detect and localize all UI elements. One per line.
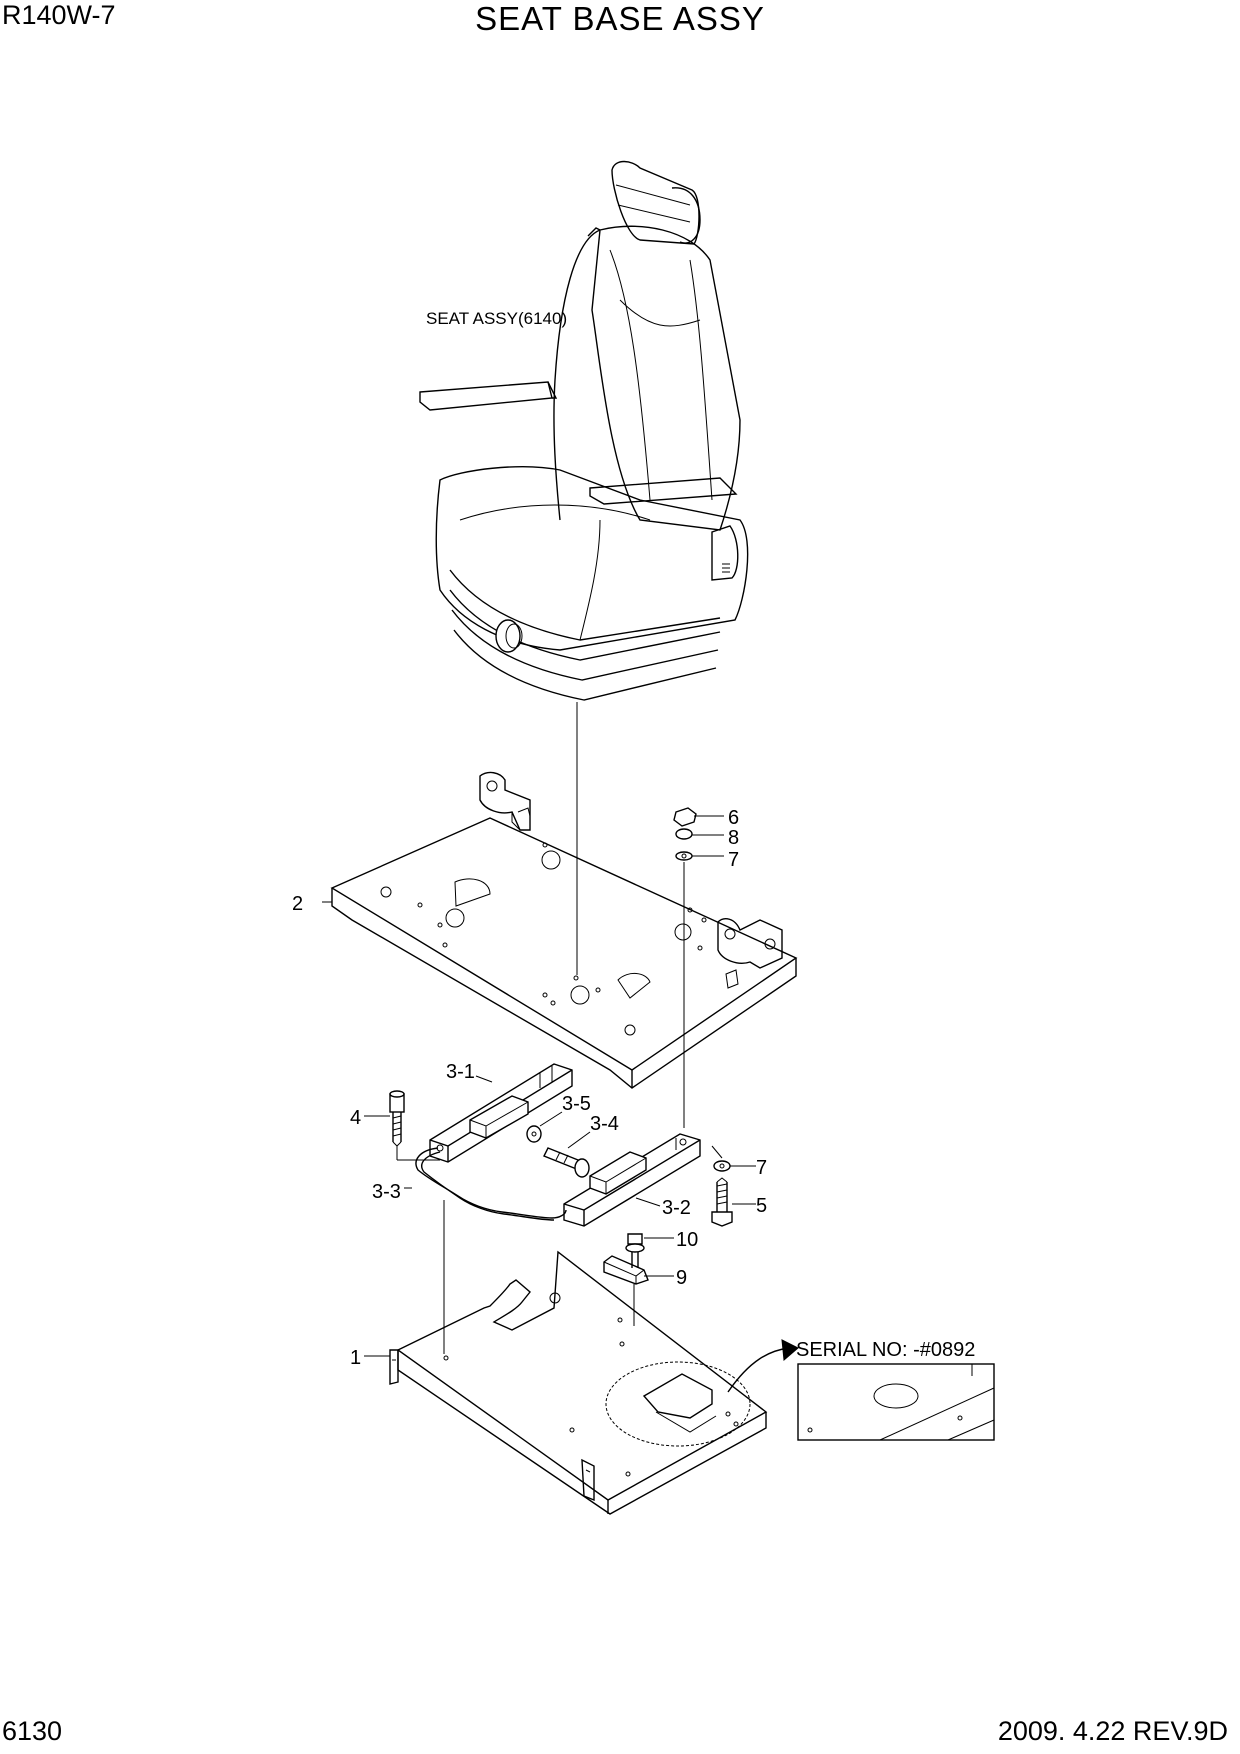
- washer-7-lower: [713, 1160, 731, 1172]
- serial-no-note: SERIAL NO: -#0892: [796, 1339, 975, 1361]
- page-title: SEAT BASE ASSY: [475, 0, 765, 37]
- bolt-5: [711, 1177, 733, 1227]
- revision-date: 2009. 4.22 REV.9D: [997, 1716, 1228, 1746]
- callout-2: 2: [292, 893, 303, 915]
- bolt-10: [625, 1233, 645, 1268]
- callout-3-1: 3-1: [446, 1061, 475, 1083]
- slide-rail-3-2: [563, 1133, 701, 1227]
- bolt-4: [389, 1090, 405, 1147]
- bracket-9: [603, 1255, 649, 1285]
- callout-7-bottom: 7: [756, 1157, 767, 1179]
- bolt-3-4: [543, 1147, 590, 1178]
- callout-3-5: 3-5: [562, 1093, 591, 1115]
- callout-9: 9: [676, 1267, 687, 1289]
- callout-6: 6: [728, 807, 739, 829]
- slide-rail-3-1: [429, 1063, 573, 1163]
- callout-3-2: 3-2: [662, 1197, 691, 1219]
- wire-harness: [415, 1147, 567, 1219]
- seat-assy-note: SEAT ASSY(6140): [426, 309, 567, 328]
- callout-10: 10: [676, 1229, 698, 1251]
- callout-1: 1: [350, 1347, 361, 1369]
- callout-8: 8: [728, 827, 739, 849]
- page-number: 6130: [2, 1716, 63, 1746]
- base-plate: [330, 771, 798, 1089]
- callout-7-top: 7: [728, 849, 739, 871]
- callout-3-3: 3-3: [372, 1181, 401, 1203]
- seat-assembly: [419, 160, 749, 975]
- floor-plate: [389, 1250, 768, 1515]
- model-number: R140W-7: [2, 0, 116, 30]
- callout-3-4: 3-4: [590, 1113, 619, 1135]
- callout-5: 5: [756, 1195, 767, 1217]
- serial-detail-box: [797, 1363, 995, 1441]
- detail-arrow: [727, 1347, 791, 1393]
- nut-washer-stack: [673, 807, 724, 1128]
- washer-3-5: [526, 1125, 542, 1143]
- callout-4: 4: [350, 1107, 361, 1129]
